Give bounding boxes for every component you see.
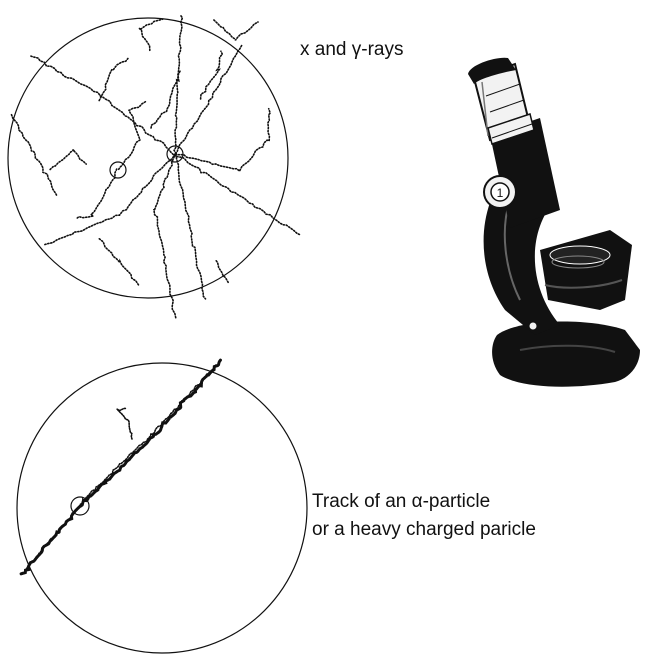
alpha-particle-track: [19, 357, 223, 576]
gamma-electron-tracks: [10, 15, 301, 320]
gamma-track: [49, 149, 87, 171]
gamma-interaction-point: [166, 145, 184, 163]
gamma-track: [213, 19, 259, 41]
gamma-track: [150, 70, 181, 131]
gamma-secondary-point: [109, 161, 127, 179]
alpha-main-track-edge: [25, 364, 217, 570]
alpha-delta-ray: [116, 407, 133, 440]
gamma-track: [10, 113, 58, 197]
alpha-particle-label-line-1: Track of an α-particle: [312, 491, 491, 512]
gamma-track: [174, 107, 272, 173]
gamma-track: [117, 100, 148, 171]
gamma-track: [30, 55, 301, 236]
alpha-particle-label-line-2: or a heavy charged paricle: [312, 519, 536, 540]
gamma-track: [138, 18, 164, 52]
microscope-base: [492, 321, 640, 387]
gamma-track: [153, 153, 177, 320]
alpha-particle-field: [16, 357, 308, 654]
gamma-track: [98, 238, 140, 287]
microscope-icon: 1: [468, 57, 640, 387]
focus-knob-mark: 1: [497, 186, 504, 200]
gamma-track: [75, 168, 118, 220]
gamma-track: [43, 44, 243, 246]
gamma-ray-label: x and γ-rays: [300, 39, 404, 60]
gamma-track: [98, 57, 129, 102]
alpha-field-of-view: [16, 362, 308, 654]
gamma-track: [199, 50, 224, 100]
gamma-field-of-view: [7, 17, 289, 299]
gamma-ray-field: [7, 15, 301, 320]
microscope-eyepiece-cap: [468, 57, 516, 84]
alpha-source-point: [70, 496, 90, 516]
microscope-stage: [540, 230, 632, 310]
gamma-track: [215, 260, 230, 284]
